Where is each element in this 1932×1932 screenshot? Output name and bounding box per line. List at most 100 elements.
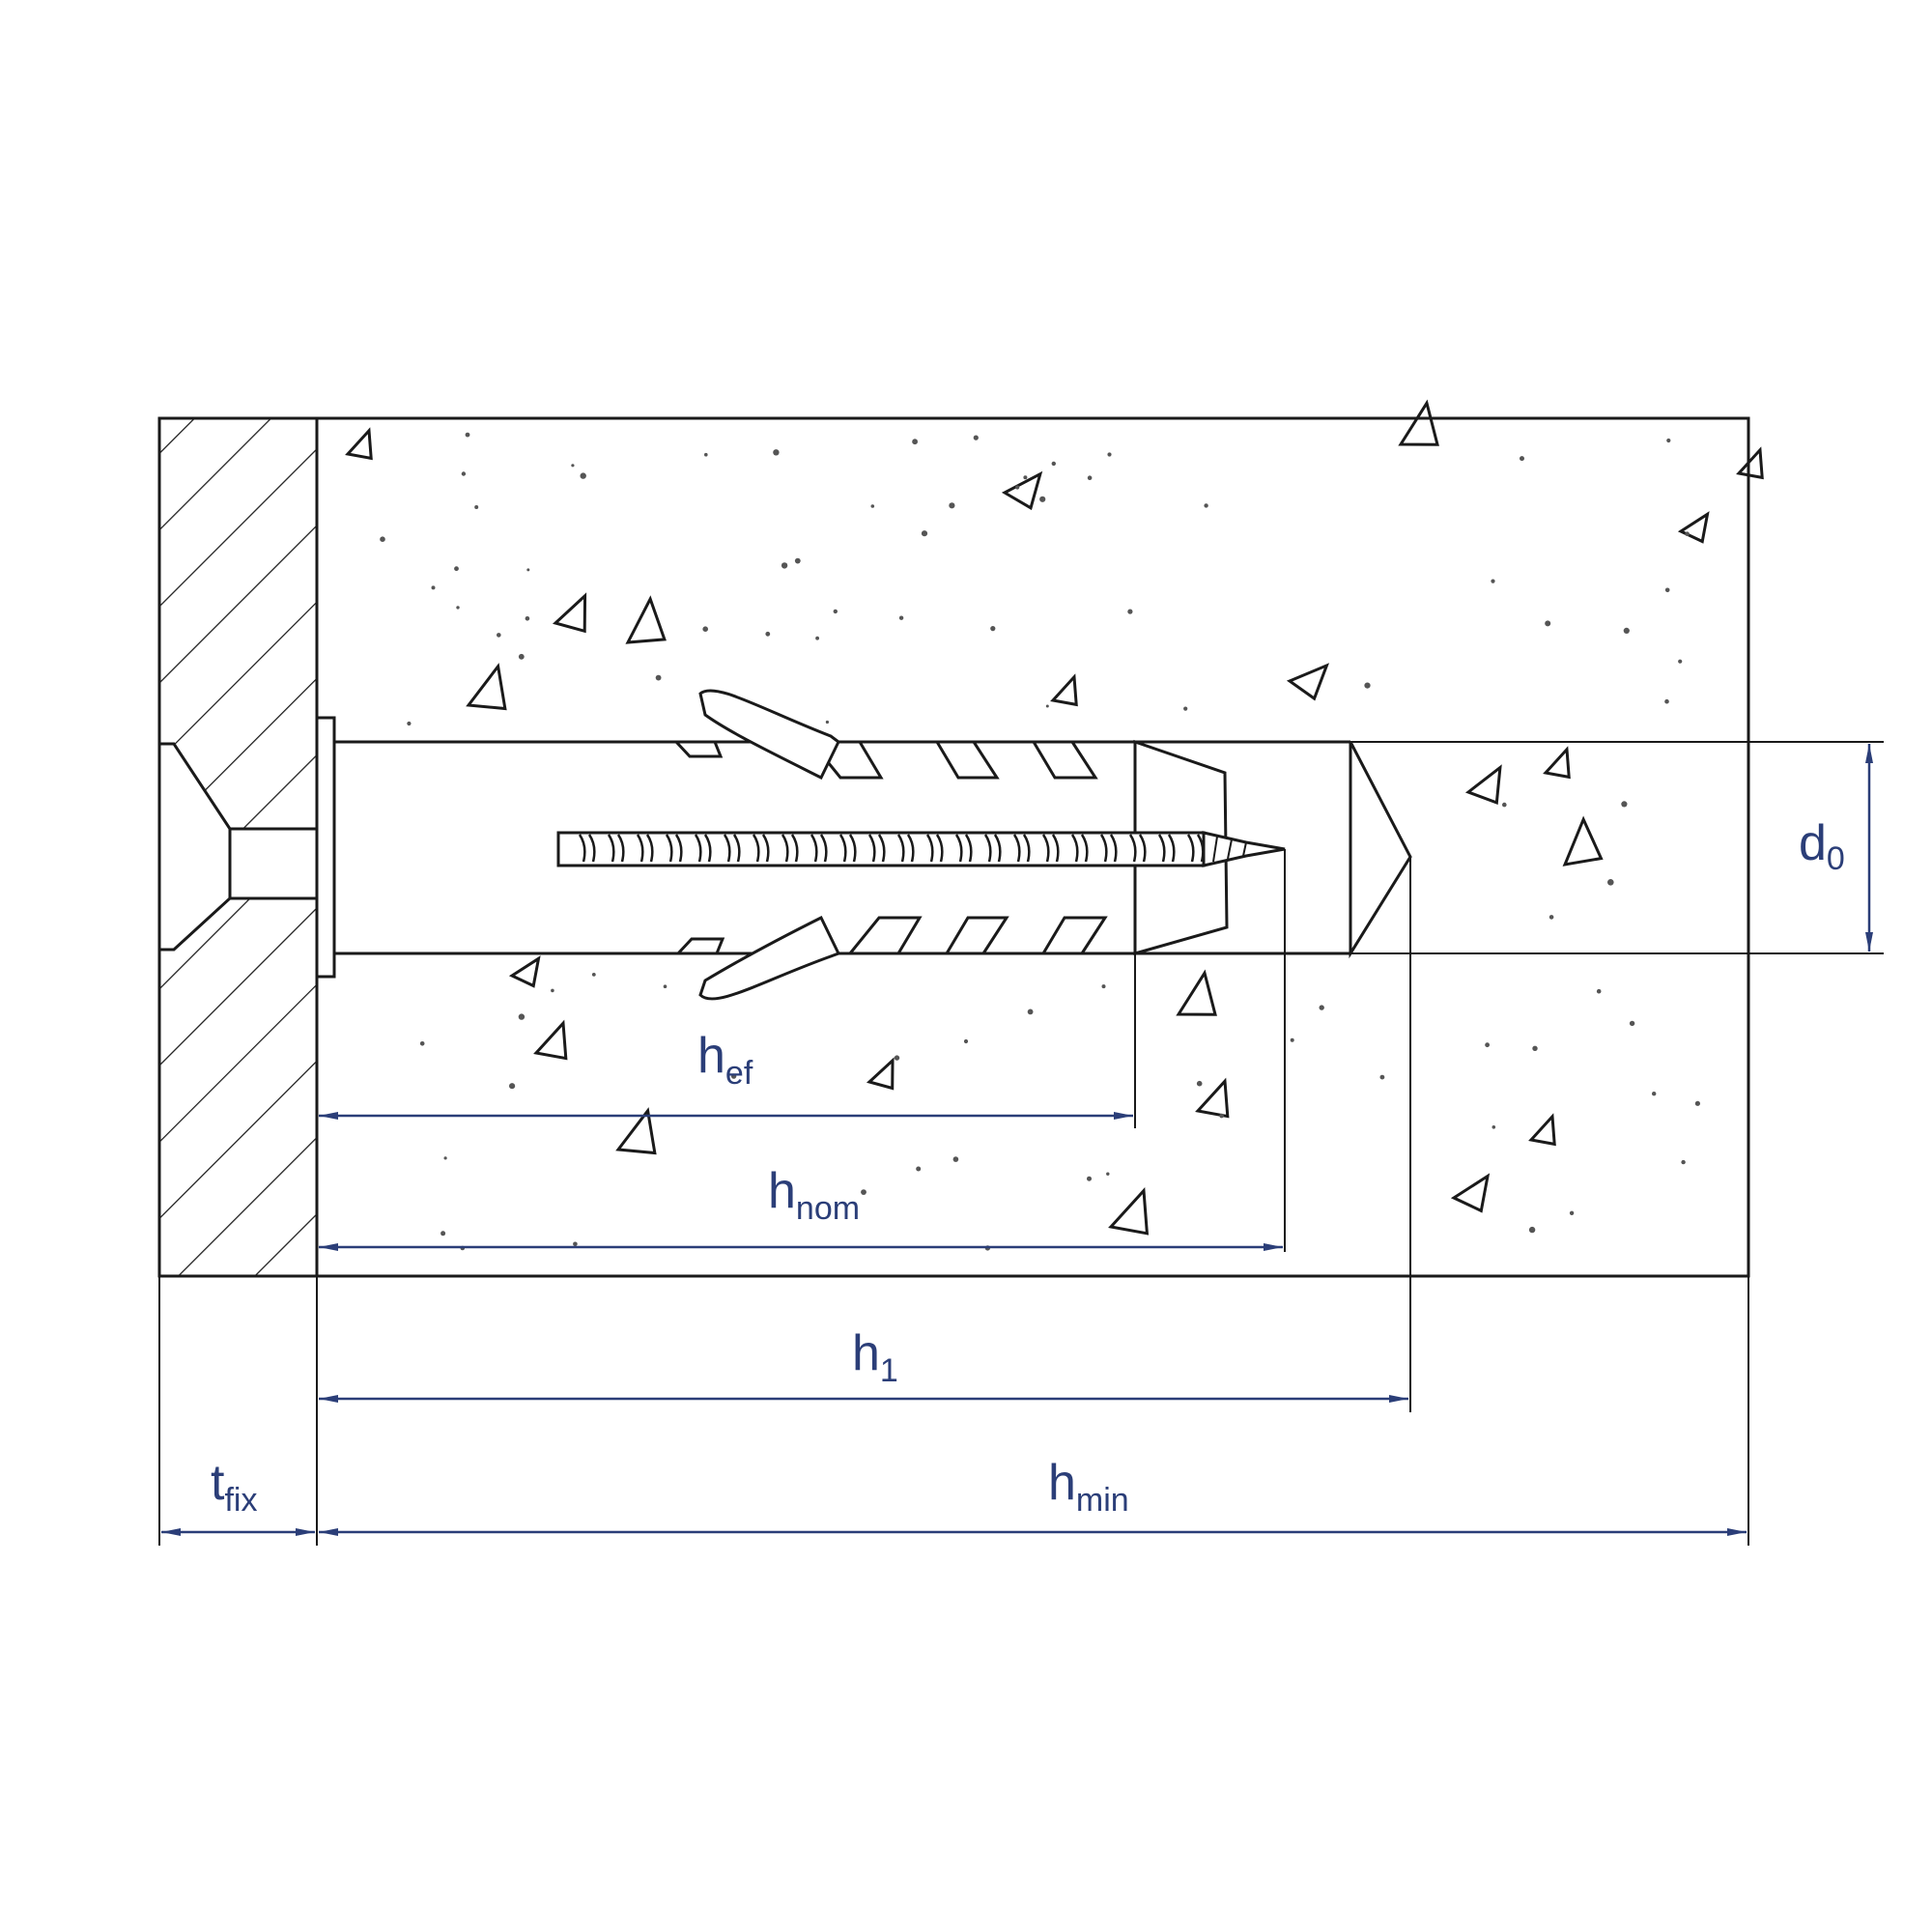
concrete-speck [1027,1009,1034,1015]
concrete-speck [518,653,525,660]
aggregate-stone [508,955,541,988]
fixture-part [157,416,319,1278]
aggregate-stone [1176,969,1217,1016]
thread-turn [838,834,857,863]
concrete-speck [963,1038,969,1044]
concrete-speck [898,615,904,620]
concrete-speck [1101,984,1106,989]
concrete-speck [916,1166,922,1172]
aggregate-stone [1195,1077,1230,1119]
concrete-speck [730,1073,737,1079]
concrete-speck [1290,1037,1294,1042]
tfix-label: tfix [211,1455,257,1519]
concrete-speck [912,439,918,445]
thread-turn [1070,834,1089,863]
concrete-speck [454,566,459,572]
concrete-speck [1548,915,1554,920]
concrete-speck [380,536,385,542]
concrete-speck [1491,579,1495,583]
dimension-labels: d0 hef hnom h1 tfix hmin [211,815,1845,1519]
concrete-speck [990,626,996,632]
concrete-speck [1664,698,1669,704]
concrete-speck [794,557,801,564]
concrete-speck [1666,438,1671,443]
concrete-speck [973,435,979,440]
aggregate-stone [1398,399,1439,446]
concrete-speck [773,449,780,456]
screw [556,831,1286,867]
concrete-speck [1492,1125,1496,1129]
concrete-speck [861,1189,867,1195]
concrete-speck [702,626,708,632]
concrete-speck [551,988,554,993]
concrete-speck [1219,1113,1224,1119]
thread-turn [1099,834,1118,863]
thread-turn [578,834,596,863]
concrete-speck [465,432,470,438]
concrete-speck [1087,475,1093,481]
concrete-speck [526,568,530,572]
concrete-speck [1685,531,1690,536]
concrete-speck [1039,496,1046,502]
concrete-speck [815,636,819,640]
h1-label: h1 [852,1325,898,1389]
aggregate-stone [1464,764,1502,805]
concrete-speck [1023,475,1028,480]
concrete-speck [431,585,436,590]
hmin-label: hmin [1048,1455,1129,1519]
concrete-speck [1204,503,1208,508]
concrete-speck [443,1156,447,1160]
thread-turn [636,834,654,863]
thread-turn [1128,834,1147,863]
hef-label: hef [697,1028,753,1092]
concrete-speck [456,606,460,610]
concrete-speck [580,472,586,479]
concrete-speck [1545,620,1551,627]
d0-label: d0 [1799,815,1845,877]
concrete-speck [1678,659,1683,664]
hnom-label: hnom [768,1163,860,1227]
concrete-speck [1607,879,1614,886]
aggregate-stone [1543,746,1571,780]
thread-turn [925,834,944,863]
thread-turn [752,834,770,863]
thread-turn [983,834,1002,863]
concrete-speck [1569,1210,1575,1216]
concrete-speck [1015,485,1020,490]
concrete-speck [1045,704,1049,708]
concrete-speck [573,1241,578,1247]
concrete-speck [1319,1005,1324,1010]
concrete-speck [663,984,668,988]
thread-turn [954,834,973,863]
thread-turn [723,834,741,863]
concrete-aggregate-pattern [345,399,1764,1236]
concrete-speck [1694,1100,1700,1106]
concrete-speck [1087,1176,1092,1181]
concrete-speck [765,631,771,637]
concrete-speck [407,721,412,726]
aggregate-stone [1450,1173,1491,1213]
concrete-speck [525,616,530,621]
aggregate-stone [1001,470,1043,511]
concrete-speck [1528,1226,1536,1234]
thread-turn [1041,834,1060,863]
concrete-speck [1596,988,1602,994]
concrete-speck [1364,682,1371,689]
aggregate-stone [1562,815,1604,867]
concrete-speck [1127,609,1133,614]
thread-turn [665,834,683,863]
concrete-speck [1379,1074,1385,1080]
aggregate-stone [466,663,507,711]
concrete-speck [518,1013,526,1020]
screw-thread [578,834,1205,863]
concrete-speck [1106,1172,1110,1176]
thread-turn [781,834,799,863]
concrete-speck [655,674,662,681]
concrete-speck [419,1041,425,1046]
thread-turn [896,834,915,863]
concrete-speck [894,1055,900,1061]
aggregate-stone [1108,1187,1150,1236]
aggregate-stone [1677,511,1710,544]
anchor-wing-top [698,689,840,781]
concrete-speck [509,1083,516,1090]
